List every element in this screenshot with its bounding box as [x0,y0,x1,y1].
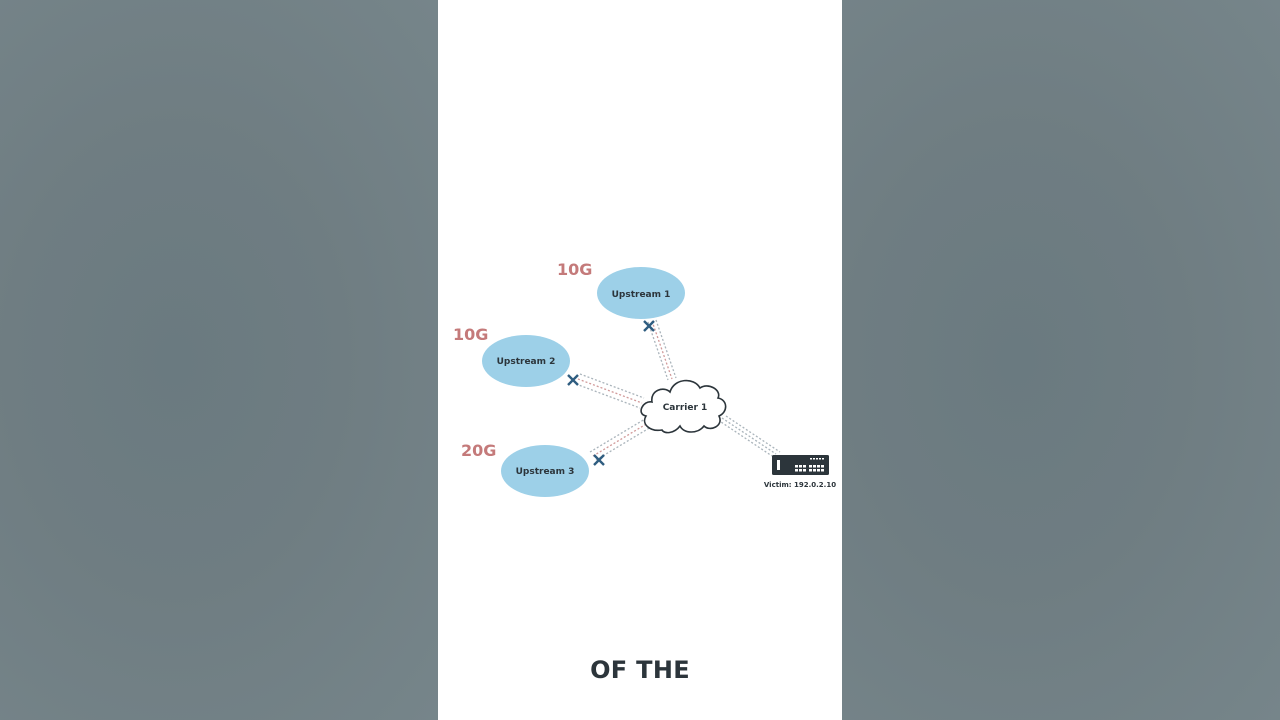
block-mark-upstream2 [567,374,579,386]
link-upstream2-carrier [575,373,645,409]
block-mark-upstream1 [643,320,655,332]
carrier-cloud-icon: Carrier 1 [640,379,727,434]
capacity-label-upstream3: 20G [461,441,496,460]
background-left [0,0,438,720]
node-upstream2: Upstream 2 [482,335,570,387]
subtitle-caption: OF THE [590,656,690,684]
background-right [842,0,1280,720]
node-upstream3: Upstream 3 [501,445,589,497]
node-label: Upstream 3 [516,467,575,477]
victim-label: Victim: 192.0.2.10 [764,481,836,489]
node-label: Upstream 1 [612,290,671,300]
capacity-label-upstream1: 10G [557,260,592,279]
server-icon [772,455,829,475]
node-upstream1: Upstream 1 [597,267,685,319]
node-label: Upstream 2 [497,357,556,367]
video-frame: Upstream 1 Upstream 2 Upstream 3 10G 10G… [438,0,842,720]
carrier-label: Carrier 1 [663,403,708,413]
block-mark-upstream3 [593,454,605,466]
link-carrier-victim [717,415,781,457]
network-diagram: Upstream 1 Upstream 2 Upstream 3 10G 10G… [453,260,836,497]
capacity-label-upstream2: 10G [453,325,488,344]
